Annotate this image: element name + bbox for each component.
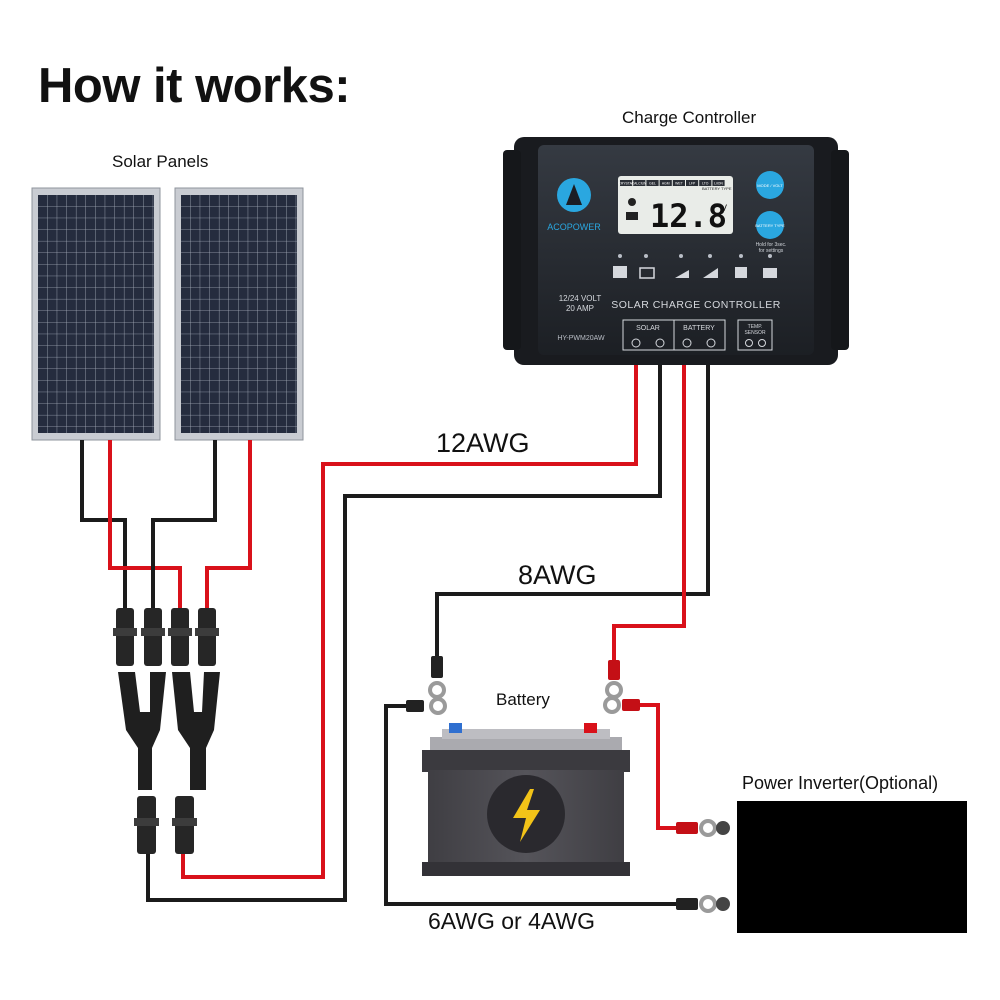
wires-6awg: [384, 703, 690, 906]
battery-status-icon: [639, 267, 655, 279]
panel-wires: [80, 440, 252, 612]
status-leds: [618, 254, 772, 258]
terminal-screws: [631, 338, 766, 348]
battery-type-chip-label: LFP: [689, 182, 696, 186]
hold-hint-1: Hold for 3sec.: [756, 242, 787, 248]
battery: [422, 723, 630, 876]
battery-positive-terminal: [584, 723, 597, 733]
temp-sensor-label-1: TEMP.: [748, 324, 763, 330]
battery-type-chip: [699, 180, 712, 186]
wire-label-6awg: 6AWG or 4AWG: [428, 908, 595, 934]
ring-terminals: [406, 656, 717, 913]
battery-type-chip-label: CALCIUM: [632, 182, 647, 186]
level-1-icon: [675, 270, 689, 278]
battery-type-chip-label: LiION: [714, 182, 723, 186]
mode-button-label: MODE / VOLT: [757, 183, 783, 188]
solar-panel-right: [174, 187, 304, 441]
temp-sensor-block: [737, 319, 773, 351]
controller-brand: ACOPOWER: [547, 222, 601, 232]
charge-controller-label: Charge Controller: [622, 108, 757, 127]
battery-type-chip-label: WET: [675, 182, 683, 186]
power-inverter: [716, 801, 967, 933]
panel-status-icon: [613, 266, 627, 278]
controller-panel-title: SOLAR CHARGE CONTROLLER: [611, 299, 781, 311]
battery-type-chip: [633, 180, 646, 186]
wire-label-12awg: 12AWG: [436, 428, 530, 458]
sun-icon: [628, 198, 636, 206]
battery-type-caption: BATTERY TYPE: [702, 186, 732, 191]
wires-12awg: [146, 365, 662, 902]
level-2-icon: [703, 268, 718, 278]
mode-button[interactable]: [756, 171, 784, 199]
lightning-bolt-icon: [513, 789, 540, 842]
lcd-display: [618, 176, 733, 234]
battery-type-chip: [712, 180, 725, 186]
battery-type-chip: [620, 180, 633, 186]
level-3-icon: [735, 267, 747, 278]
power-inverter-label: Power Inverter(Optional): [742, 773, 939, 793]
rating-line-1: 12/24 VOLT: [559, 294, 602, 303]
mc4-connectors: [113, 608, 220, 854]
page-title: How it works:: [38, 59, 351, 113]
battery-type-chip: [646, 180, 659, 186]
wire-label-8awg: 8AWG: [518, 560, 597, 590]
lcd-value: 12.8: [650, 197, 727, 235]
battery-type-chip-label: AGM: [662, 182, 670, 186]
battery-type-chip-label: GEL: [649, 182, 656, 186]
hold-hint-2: for settings: [759, 248, 784, 254]
full-battery-icon: [763, 268, 777, 278]
battery-label: Battery: [496, 690, 550, 709]
controller-model: HY-PWM20AW: [557, 335, 605, 342]
battery-type-chip-label: LTO: [702, 182, 709, 186]
battery-type-chip: [686, 180, 699, 186]
battery-type-chip: [672, 180, 685, 186]
battery-type-button-label: BATTERY TYPE: [755, 223, 785, 228]
status-icons: [613, 266, 777, 279]
battery-type-chip: [659, 180, 672, 186]
battery-type-button[interactable]: [756, 211, 784, 239]
rating-line-2: 20 AMP: [566, 304, 594, 313]
terminal-solar-label: SOLAR: [636, 325, 660, 332]
battery-type-chip-label: CRYSTAL: [618, 182, 633, 186]
battery-negative-terminal: [449, 723, 462, 733]
solar-panel-left: [31, 187, 161, 441]
lcd-battery-icon: [626, 212, 638, 220]
wires-8awg: [435, 365, 710, 666]
solar-panels-label: Solar Panels: [112, 152, 209, 171]
terminal-battery-label: BATTERY: [683, 325, 715, 332]
lcd-unit: V: [721, 203, 727, 213]
temp-sensor-label-2: SENSOR: [744, 330, 766, 336]
